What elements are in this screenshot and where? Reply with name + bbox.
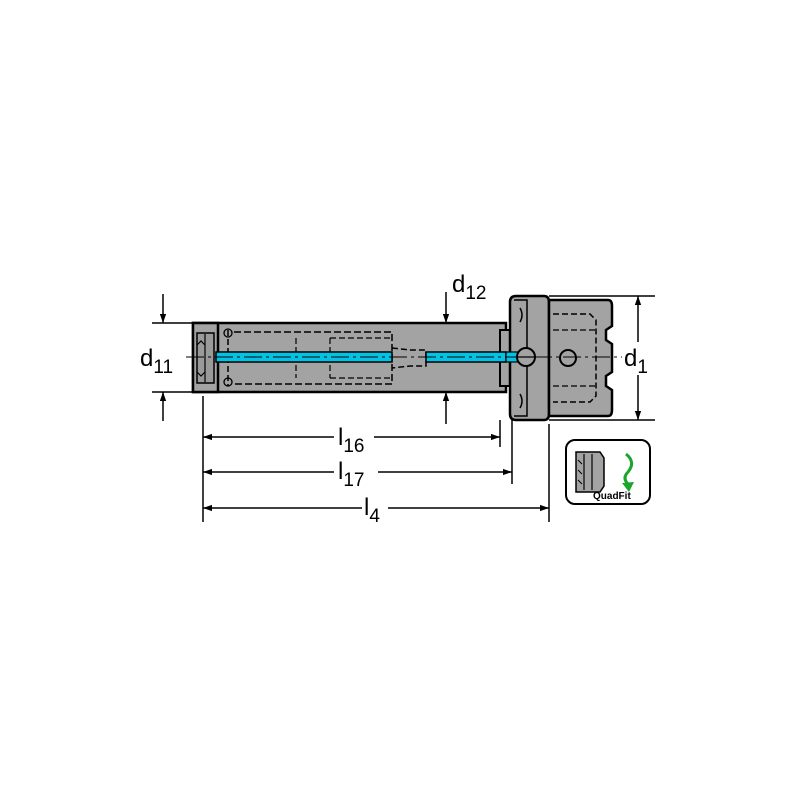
quadfit-rotate-icon: [622, 452, 634, 492]
quadfit-label: QuadFit: [593, 491, 631, 502]
coupling-hole: [559, 349, 577, 367]
quadfit-badge: QuadFit: [565, 439, 651, 505]
coolant-channel-rear: [425, 351, 507, 363]
label-l4: l4: [364, 494, 380, 527]
quadfit-coupling-icon: [575, 451, 605, 493]
dimension-d11: d11: [140, 294, 193, 421]
dimension-d12: d12: [442, 271, 487, 424]
label-d12: d12: [452, 271, 487, 304]
label-d11: d11: [140, 345, 173, 378]
label-l16: l16: [338, 424, 364, 457]
dimension-d1: d1: [549, 295, 655, 421]
dimension-l16: l16: [203, 424, 500, 457]
dimension-l4: l4: [203, 494, 549, 527]
coupling: [547, 298, 614, 418]
label-d1: d1: [624, 345, 648, 378]
label-l17: l17: [338, 458, 364, 491]
tool-holder-body: [186, 294, 622, 422]
dimension-l17: l17: [203, 458, 512, 491]
